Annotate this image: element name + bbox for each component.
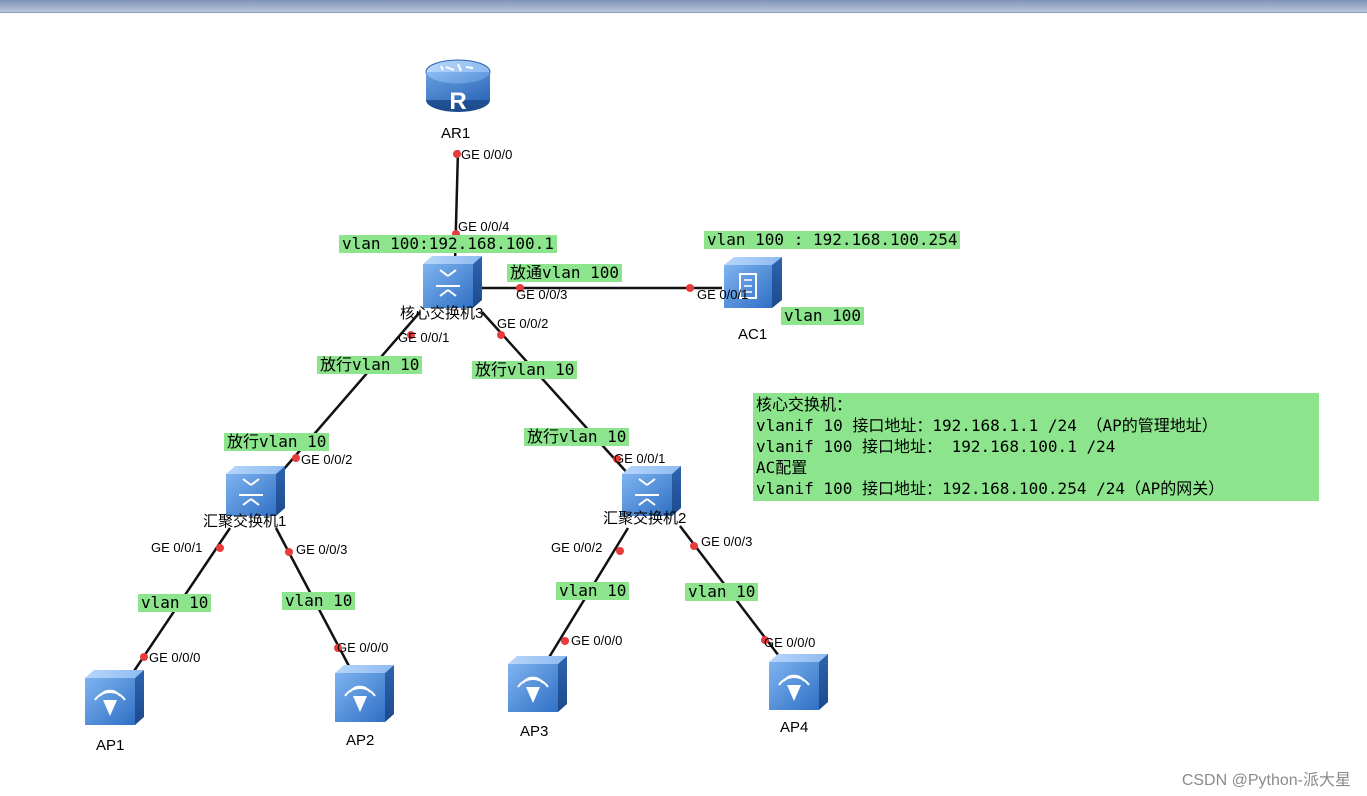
port-dot: [334, 644, 342, 652]
port-dot: [561, 637, 569, 645]
vlan-label: vlan 10: [556, 582, 630, 600]
port-label: GE 0/0/1: [614, 451, 666, 466]
router-glyph: R: [449, 88, 466, 115]
port-dot: [690, 542, 698, 550]
port-label: GE 0/0/2: [551, 540, 603, 555]
vlan-label: vlan 10: [685, 583, 759, 601]
vlan-label: 放行vlan 10: [224, 433, 330, 451]
port-dot: [686, 284, 694, 292]
router-icon[interactable]: [425, 59, 491, 112]
port-label: GE 0/0/3: [701, 534, 753, 549]
vlan-label: vlan 10: [138, 594, 212, 612]
device-label-ac1: AC1: [738, 326, 768, 343]
port-label: GE 0/0/2: [497, 316, 549, 331]
port-label: GE 0/0/3: [516, 287, 568, 302]
port-dot: [407, 331, 415, 339]
ap1-icon[interactable]: [85, 670, 144, 725]
port-dot: [613, 455, 621, 463]
device-label-ap4: AP4: [780, 719, 809, 736]
port-dot: [140, 653, 148, 661]
port-dot: [616, 547, 624, 555]
port-label: GE 0/0/4: [458, 219, 510, 234]
ap4-icon[interactable]: [769, 654, 828, 710]
port-dot: [761, 636, 769, 644]
device-label-ap1: AP1: [96, 737, 125, 754]
port-label: GE 0/0/0: [764, 635, 816, 650]
device-label-ar1: AR1: [441, 125, 471, 142]
vlan-label: vlan 100: [781, 307, 865, 325]
vlan-label: 放行vlan 10: [472, 361, 578, 379]
config-note: 核心交换机： vlanif 10 接口地址：192.168.1.1 /24 （A…: [753, 393, 1319, 501]
note-line: vlanif 100 接口地址： 192.168.100.1 /24: [756, 437, 1116, 456]
vlan-label: 放行vlan 10: [317, 356, 423, 374]
note-line: 核心交换机：: [756, 395, 853, 414]
ap2-icon[interactable]: [335, 665, 394, 722]
ap3-icon[interactable]: [508, 656, 567, 712]
device-label-agg1: 汇聚交换机1: [203, 513, 287, 530]
port-dot: [216, 544, 224, 552]
port-dot: [285, 548, 293, 556]
link-core-agg2: [481, 311, 631, 477]
port-label: GE 0/0/0: [571, 633, 623, 648]
port-label: GE 0/0/0: [337, 640, 389, 655]
vlan-label: vlan 10: [282, 592, 356, 610]
vlan-label: 放行vlan 10: [524, 428, 630, 446]
window-top-bar: [0, 0, 1367, 13]
agg-switch-1-icon[interactable]: [226, 466, 285, 516]
core-switch-icon[interactable]: [423, 256, 482, 308]
port-dot: [453, 150, 461, 158]
vlan-label: 放通vlan 100: [507, 264, 623, 282]
port-dot: [292, 454, 300, 462]
port-label: GE 0/0/1: [697, 287, 749, 302]
port-dot: [516, 284, 524, 292]
note-line: AC配置: [756, 458, 808, 477]
port-label: GE 0/0/0: [461, 147, 513, 162]
port-dot: [497, 331, 505, 339]
vlan-label: vlan 100 : 192.168.100.254: [704, 231, 961, 249]
device-label-core: 核心交换机3: [400, 305, 484, 322]
port-label: GE 0/0/1: [398, 330, 450, 345]
note-line: vlanif 10 接口地址：192.168.1.1 /24 （AP的管理地址）: [756, 416, 1218, 435]
vlan-label: vlan 100:192.168.100.1: [339, 235, 557, 253]
device-label-ap2: AP2: [346, 732, 375, 749]
port-label: GE 0/0/0: [149, 650, 201, 665]
ac-controller-icon[interactable]: [724, 257, 782, 308]
device-label-ap3: AP3: [520, 723, 549, 740]
device-label-agg2: 汇聚交换机2: [603, 510, 687, 527]
note-line: vlanif 100 接口地址：192.168.100.254 /24（AP的网…: [756, 479, 1225, 498]
watermark: CSDN @Python-派大星: [1181, 772, 1351, 789]
port-label: GE 0/0/2: [301, 452, 353, 467]
port-label: GE 0/0/3: [296, 542, 348, 557]
port-label: GE 0/0/1: [151, 540, 203, 555]
agg-switch-2-icon[interactable]: [622, 466, 681, 516]
